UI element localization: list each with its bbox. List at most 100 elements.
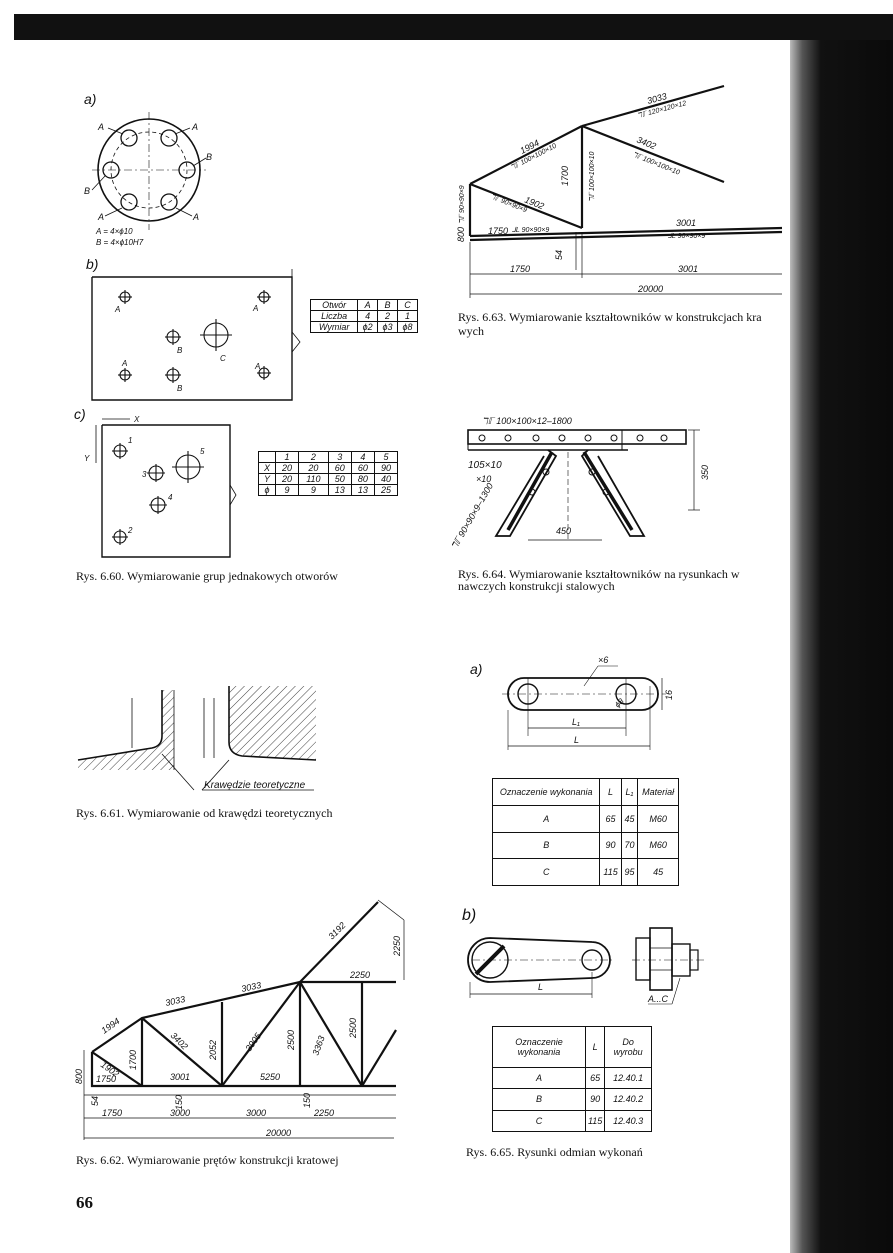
table-cell: B [492,1088,586,1111]
table-cell: 45 [637,858,679,886]
fig660-c-axis-x: X [133,415,140,424]
fig660-c-hole-num: 2 [127,526,133,535]
table-cell: Oznaczenie wykonania [492,1026,586,1068]
table-cell: 60 [350,462,375,474]
table-cell: 2 [377,310,399,322]
table-cell: ϕ8 [397,321,418,333]
fig660-b-hole-label: B [84,186,90,196]
table-cell: 45 [620,804,639,833]
fig662-dim: 2250 [392,936,402,957]
table-cell: C [491,858,601,886]
figure-6-60b: b) A A B C A B A [86,256,301,401]
fig663-dim: 3001 [676,218,696,228]
fig660-a-hole-label: A [97,122,104,132]
fig660-b-hole-label: B [206,152,212,162]
table-cell: 20 [274,473,300,485]
table-cell: X [258,462,276,474]
table-cell: 2 [298,451,329,463]
fig665-thickness: ×6 [598,655,608,665]
fig660-c-axis-y: Y [84,454,90,463]
caption-fig-6-62: Rys. 6.62. Wymiarowanie prętów konstrukc… [76,1153,339,1167]
fig661-label: Krawędzie teoretyczne [204,780,306,791]
fig660-label-b: b) [86,256,98,272]
fig662-dim: 1750 [96,1074,116,1084]
fig664-plate-thickness: ×10 [476,474,491,484]
fig660-b-hole-label: A [254,362,260,371]
caption-fig-6-65: Rys. 6.65. Rysunki odmian wykonań [466,1145,643,1159]
table-cell: 3 [327,451,352,463]
fig660-legend-a: A = 4×ϕ10 [95,227,133,236]
table-cell: 50 [327,473,352,485]
table-cell: M60 [637,804,679,833]
fig662-dim: 3033 [240,980,262,994]
fig660-b-hole-label: C [220,354,226,363]
table-cell: Oznaczenie wykonania [491,778,601,806]
fig662-dim: 2250 [313,1108,334,1118]
table-cell: ϕ2 [357,321,379,333]
fig665-dim-16: 16 [664,690,674,700]
fig662-dim: 2500 [348,1018,358,1039]
fig663-dim: 1700 [560,166,570,186]
fig662-dim: 1750 [102,1108,122,1118]
table-cell: A [491,804,601,833]
table-cell: 65 [599,804,622,833]
table-cell: 13 [327,484,352,496]
table-cell: ϕ3 [377,321,399,333]
table-cell: 25 [373,484,399,496]
fig663-dim: 20000 [637,284,663,294]
figure-6-64: ℸℾ 100×100×12–1800 105×10 ×10 ℸℾ 90×90×9… [452,416,710,551]
table-cell: Y [258,473,276,485]
figure-6-62: 3192 2250 2250 3033 3033 1994 1902 1700 … [74,899,405,1140]
table-cell: L [584,1026,606,1068]
fig660-label-c: c) [74,406,86,422]
fig660-b-hole-label: B [177,346,183,355]
table-cell: 13 [350,484,375,496]
table-cell: L₁ [620,778,639,806]
fig660-b-hole-label: A [252,304,258,313]
fig660-label-a: a) [84,91,96,107]
fig662-dim: 3000 [246,1108,266,1118]
fig660-c-hole-num: 5 [200,447,205,456]
fig663-dim: 54 [554,250,564,260]
table-cell: 9 [274,484,300,496]
fig663-dim: 3001 [678,264,698,274]
fig664-plate-label: 105×10 [468,460,502,471]
table-cell: A [492,1066,586,1090]
figure-6-65a: a) ×6 ϕ8 16 L₁ L [470,655,674,750]
caption-fig-6-61: Rys. 6.61. Wymiarowanie od krawędzi teor… [76,806,333,820]
table-cell: 90 [599,831,622,860]
caption-fig-6-63-line2: wych [458,324,484,338]
fig660-c-hole-num: 3 [142,470,147,479]
table-cell: 20 [274,462,300,474]
table-cell: C [492,1109,586,1133]
table-cell: 65 [584,1066,606,1090]
fig662-dim: 2250 [349,970,370,980]
figure-6-61: Krawędzie teoretyczne [77,686,317,791]
table-cell: Wymiar [309,321,359,333]
fig660-legend-b: B = 4×ϕ10H7 [96,238,144,247]
fig665-dim-L: L [574,735,579,745]
table-cell: Liczba [309,310,359,322]
fig663-profile: ⅃L 90×90×9 [668,232,705,240]
fig662-dim: 2500 [286,1030,296,1051]
figure-6-60c: c) X Y 1 3 5 4 2 [74,406,237,558]
fig662-dim: 1994 [99,1016,121,1036]
table-cell: 80 [350,473,375,485]
table-cell: 70 [620,831,639,860]
table-cell: 12.40.1 [604,1066,652,1090]
table-cell: A [357,299,379,311]
table-cell: Otwór [309,299,359,311]
fig664-diag-label: ℸℾ 90×90×9–1300 [452,481,495,551]
fig660-a-hole-label: A [191,122,198,132]
